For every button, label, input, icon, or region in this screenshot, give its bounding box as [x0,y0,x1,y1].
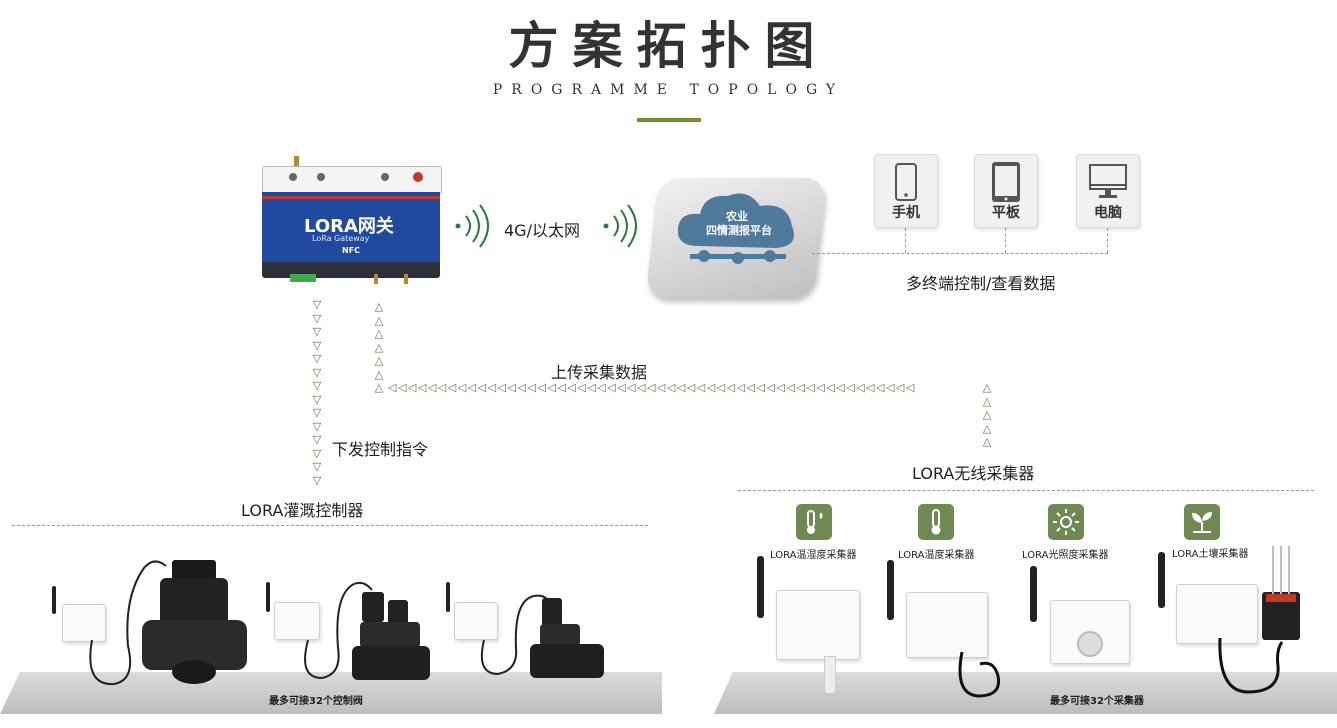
controller-box [274,602,320,640]
soil-probe-pin [1272,546,1274,594]
sensor-antenna [887,560,894,620]
controller-antenna [52,586,56,614]
title-underline [637,118,701,122]
command-arrows: ▽▽▽▽▽▽▽▽▽▽▽▽▽▽ [312,298,322,487]
command-label: 下发控制指令 [332,440,429,459]
collector-note: 最多可接32个采集器 [1050,696,1144,707]
controller-platform [0,672,662,714]
sensor-icon-box [918,504,954,540]
soil-probe [1262,592,1300,640]
gateway-bottom-panel [262,262,440,278]
terminal-phone: 手机 [874,154,938,228]
cloud-icon [677,193,794,264]
upload-arrows-left: ◁◁◁◁◁◁◁◁◁◁◁◁◁◁◁◁◁◁◁◁◁◁◁◁◁◁◁◁◁◁◁◁◁◁◁◁◁◁◁◁… [388,381,916,394]
controller-note: 最多可接32个控制阀 [269,696,363,707]
wifi-signal-icon [455,204,489,248]
upload-arrows-collector: △△△△△ [982,381,992,448]
cloud-platform: 农业 四情测报平台 [645,170,827,302]
collector-platform [714,672,1337,714]
network-label: 4G/以太网 [504,221,580,240]
controller-divider [12,525,648,526]
gateway-body: LORA网关 LoRa Gateway NFC [262,192,440,262]
collector-title: LORA无线采集器 [912,464,1035,483]
controller-title: LORA灌溉控制器 [241,501,364,520]
soil-probe-pin [1280,546,1282,594]
sensor-label: LORA土壤采集器 [1172,549,1249,560]
sensor-box-soil [1176,584,1258,644]
gateway-terminal-block [290,274,316,282]
connector-line [905,228,906,253]
gateway-antenna-left [374,274,378,284]
page-title: 方案拓扑图 [508,16,829,75]
collector-divider [738,490,1314,491]
valve-medium [352,592,430,682]
terminal-label: 平板 [992,205,1020,221]
gateway-antenna-top [294,156,299,168]
sensor-cable [1218,637,1284,694]
terminals-caption: 多终端控制/查看数据 [906,274,1056,293]
controller-box [454,602,498,640]
page-subtitle: PROGRAMME TOPOLOGY [492,82,845,98]
sensor-probe [824,656,836,694]
sensor-antenna [1158,552,1165,608]
soil-probe-pin [1288,546,1290,594]
wifi-signal-icon [603,204,637,248]
sensor-box-temperature [906,592,988,658]
sensor-box-temp-humidity [776,590,860,660]
sensor-icon-box [1184,504,1220,540]
light-sensor-dome [1077,631,1103,657]
valve-cable [304,581,373,680]
controller-antenna [446,582,450,612]
gateway-sub-label: LoRa Gateway [312,234,370,243]
connector-line [1005,228,1006,253]
thermometer-icon [931,509,941,535]
valve-large [142,560,247,685]
connector-line [812,253,1108,254]
gateway-main-label: LORA网关 [304,216,394,237]
sensor-antenna [757,556,764,618]
sensor-antenna [1030,566,1037,622]
gateway-nfc-label: NFC [342,246,361,255]
valve-cable [89,560,167,686]
lora-gateway-device: LORA网关 LoRa Gateway NFC [262,156,442,284]
controller-box [62,604,106,642]
sensor-icon-box [1048,504,1084,540]
connector-line [1107,228,1108,253]
thermometer-droplet-icon [807,510,823,534]
terminal-label: 手机 [892,205,920,221]
terminal-tablet: 平板 [974,154,1038,228]
upload-label: 上传采集数据 [551,363,648,382]
tablet-icon [992,162,1020,202]
platform-line1: 农业 [726,210,748,223]
valve-cable [480,594,551,676]
terminal-computer: 电脑 [1076,154,1140,228]
upload-arrows-up: △△△△△△△ [374,300,384,394]
phone-icon [895,163,917,201]
sensor-label: LORA温湿度采集器 [770,550,857,561]
sensor-box-light [1050,600,1130,664]
platform-line2: 四情测报平台 [706,224,772,237]
sensor-icon-box [796,504,832,540]
monitor-icon [1089,164,1127,198]
controller-antenna [266,582,270,612]
sensor-cable [958,651,1001,698]
sun-icon [1053,509,1079,535]
sensor-label: LORA温度采集器 [898,550,975,561]
terminal-label: 电脑 [1094,205,1122,221]
sprout-icon [1192,512,1212,533]
gateway-antenna-right [404,274,408,284]
sensor-label: LORA光照度采集器 [1022,550,1109,561]
valve-small [530,598,604,680]
gateway-top-panel [262,166,442,194]
